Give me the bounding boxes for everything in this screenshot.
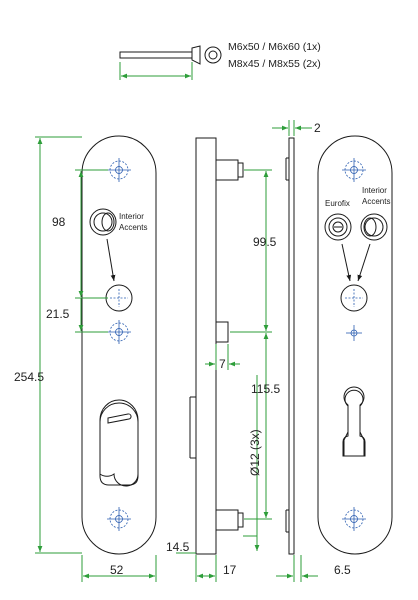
- dim-17: 17: [223, 563, 237, 577]
- dim-21-5: 21.5: [46, 307, 70, 321]
- side-dimension-lines: [176, 120, 318, 582]
- dim-99-5: 99.5: [253, 235, 277, 249]
- interior-label-line2: Accents: [119, 223, 147, 232]
- front-plate-view: [81, 135, 157, 555]
- dim-2: 2: [314, 121, 321, 135]
- dim-diameter-12: Ø12 (3x): [248, 429, 262, 476]
- front-dimension-lines: [35, 136, 157, 582]
- back-interior-label-line1: Interior: [362, 186, 387, 195]
- back-plate-view: [317, 135, 393, 555]
- dim-7: 7: [219, 357, 226, 371]
- interior-label-line1: Interior: [119, 212, 144, 221]
- dim-115-5: 115.5: [251, 382, 280, 396]
- dim-52: 52: [110, 563, 124, 577]
- label-eurofix: Eurofix: [325, 199, 350, 208]
- dim-98: 98: [52, 215, 66, 229]
- dim-14-5: 14.5: [166, 540, 190, 554]
- dim-6-5: 6.5: [334, 563, 351, 577]
- screw-illustration: [119, 45, 222, 80]
- dim-254-5: 254.5: [14, 370, 44, 384]
- side-plate-view: [189, 137, 295, 555]
- screw-spec-line1: M6x50 / M6x60 (1x): [228, 41, 321, 53]
- back-interior-label-line2: Accents: [362, 197, 390, 206]
- screw-spec-line2: M8x45 / M8x55 (2x): [228, 58, 321, 70]
